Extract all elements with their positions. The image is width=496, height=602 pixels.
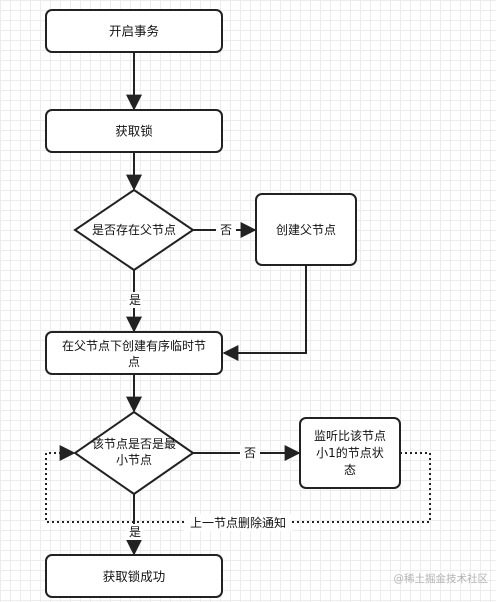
lock-success-node: 获取锁成功 [45,554,223,598]
acquire-lock-node: 获取锁 [45,109,223,153]
is-smallest-text-line-2: 小节点 [116,453,152,467]
parent-exists-decision: 是否存在父节点 [73,188,195,272]
edge-create-parent-to-create-child [222,265,307,361]
watch-previous-text-line-3: 态 [344,463,356,477]
edge-yes-label-2: 是 [129,525,141,539]
edge-yes-label-1: 是 [129,293,141,307]
create-child-text-line-1: 在父节点下创建有序临时节 [62,338,206,353]
start-transaction-node: 开启事务 [45,9,223,53]
edge-no-label-2: 否 [244,446,256,460]
edge-no-label-1: 否 [220,223,232,237]
watermark-text: @稀土掘金技术社区 [393,573,489,585]
watch-previous-node: 监听比该节点 小1的节点状 态 [299,417,401,489]
start-transaction-text: 开启事务 [109,24,159,39]
create-parent-node: 创建父节点 [255,193,357,266]
create-child-node: 在父节点下创建有序临时节 点 [45,331,223,375]
create-parent-text: 创建父节点 [276,223,336,237]
edge-notify-label: 上一节点删除通知 [190,515,286,530]
create-child-text-line-2: 点 [128,355,140,369]
watch-previous-text-line-2: 小1的节点状 [316,445,384,460]
parent-exists-text: 是否存在父节点 [92,223,176,237]
is-smallest-text-line-1: 该节点是否是最 [92,437,176,451]
is-smallest-decision: 该节点是否是最 小节点 [73,410,195,496]
watch-previous-text-line-1: 监听比该节点 [314,429,386,443]
acquire-lock-text: 获取锁 [115,124,153,139]
lock-success-text: 获取锁成功 [103,569,166,584]
